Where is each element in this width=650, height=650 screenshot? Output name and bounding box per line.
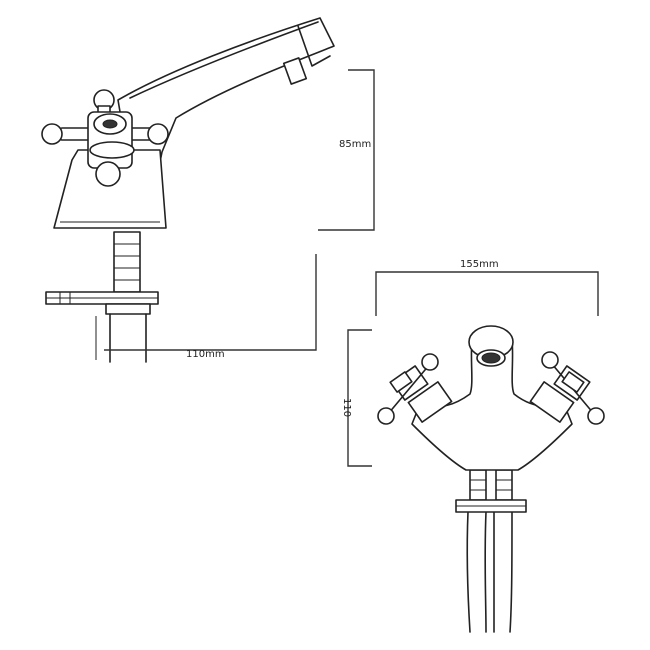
- front-view-body: [411, 339, 573, 471]
- front-view-left-handle: [377, 353, 453, 425]
- front-width-dim-line: [375, 271, 599, 316]
- side-view-body: [53, 149, 167, 229]
- side-view-dimensions: 85mm 110mm: [104, 69, 375, 360]
- side-reach-label: 110mm: [186, 349, 225, 360]
- side-height-label: 85mm: [339, 139, 371, 150]
- front-view-hose-right: [493, 511, 513, 633]
- front-view-dimensions: 155mm 110: [341, 259, 599, 467]
- front-view: [377, 325, 605, 633]
- front-width-label: 155mm: [460, 259, 499, 270]
- front-view-right-handle: [529, 351, 605, 425]
- front-view-hose-left: [466, 511, 487, 633]
- side-view: [41, 17, 335, 363]
- front-height-label: 110: [341, 398, 352, 417]
- side-height-dim-line: [318, 69, 375, 231]
- side-view-spout: [117, 17, 335, 183]
- side-view-shank: [113, 231, 141, 293]
- side-reach-dim-line: [104, 254, 317, 351]
- front-height-dim-line: [347, 329, 372, 467]
